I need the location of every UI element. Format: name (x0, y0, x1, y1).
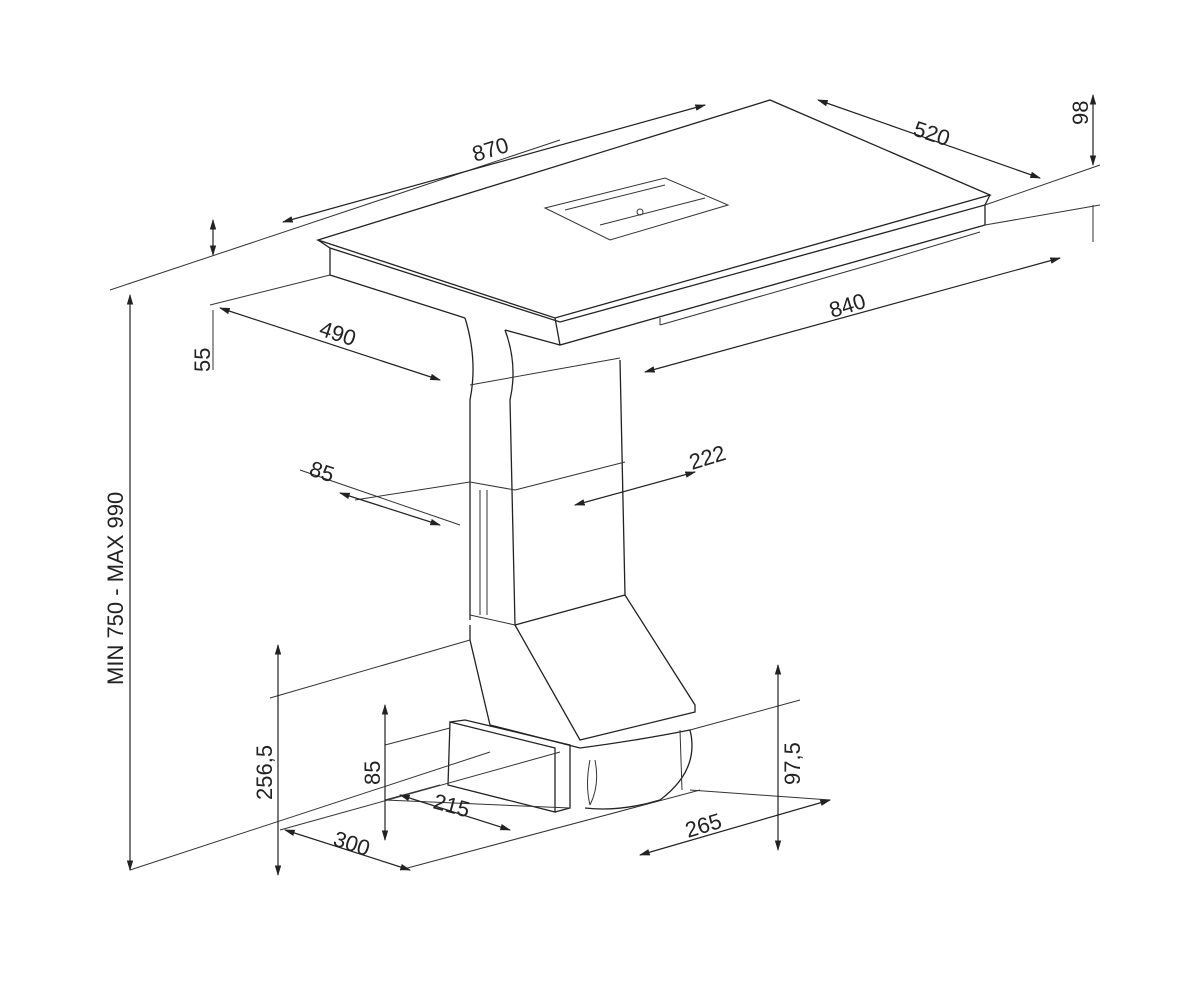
label-motor-box-height: 85 (360, 761, 385, 785)
label-motor-depth: 300 (330, 826, 373, 861)
hob (315, 99, 992, 346)
label-total-height: MIN 750 - MAX 990 (103, 492, 128, 685)
label-motor-height: 256,5 (252, 745, 277, 800)
label-hob-depth: 520 (910, 116, 953, 151)
label-duct-width: 222 (686, 440, 728, 475)
label-cutout-height: 55 (190, 348, 215, 372)
label-hob-height: 98 (1068, 101, 1093, 125)
label-hob-width: 870 (469, 132, 511, 167)
label-motor-width: 265 (682, 808, 724, 843)
label-motor-side-height: 97,5 (780, 742, 805, 785)
column (464, 317, 626, 626)
label-cutout-width: 840 (826, 288, 868, 323)
label-cutout-depth: 490 (316, 316, 359, 351)
dimension-labels: 870 520 98 55 490 840 85 222 MIN 750 - M… (103, 101, 1093, 862)
label-duct-depth: 85 (306, 456, 337, 487)
vent-grille (543, 177, 730, 241)
dimension-lines (126, 93, 1097, 877)
label-motor-box-width: 215 (431, 789, 473, 823)
motor-unit (447, 594, 696, 813)
under-hob-body (329, 231, 981, 346)
